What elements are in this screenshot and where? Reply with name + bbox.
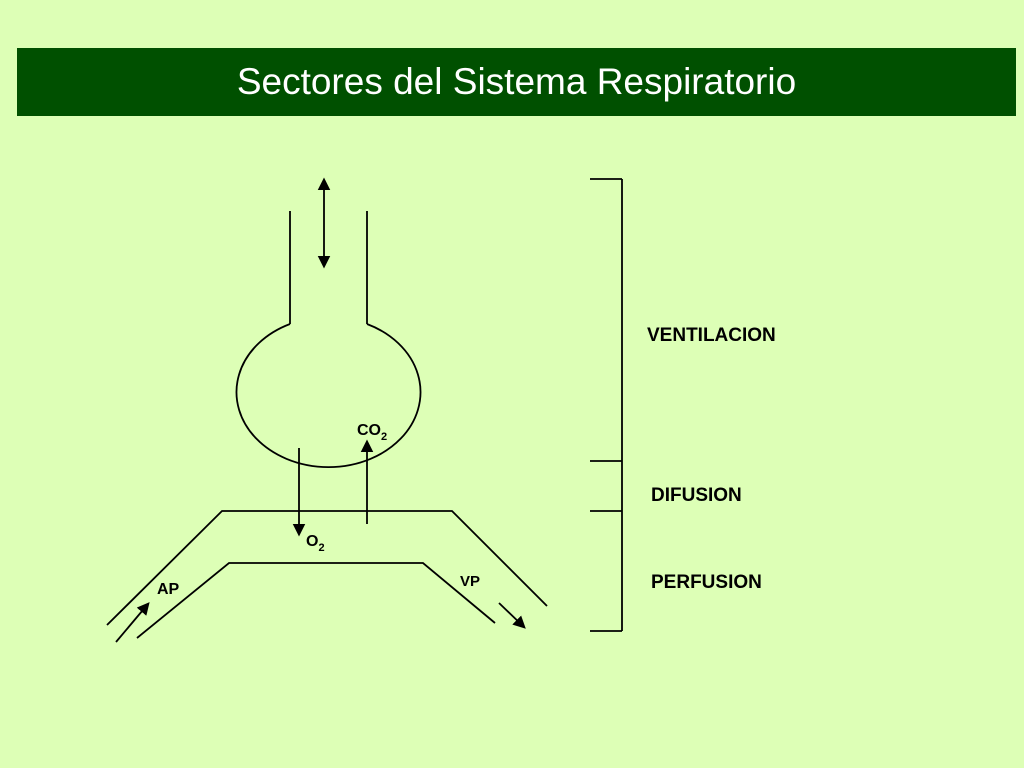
sector-label-perfusion: PERFUSION	[651, 572, 762, 593]
alveolus	[235, 323, 422, 468]
vp-label: VP	[460, 573, 480, 590]
vp-flow-arrow	[498, 602, 526, 629]
capillary-outer-wall	[106, 510, 548, 626]
capillary-inner-wall	[136, 562, 496, 639]
sector-label-ventilacion: VENTILACION	[647, 325, 776, 346]
sector-bracket	[590, 178, 623, 632]
slide-title: Sectores del Sistema Respiratorio	[236, 61, 797, 102]
title-bar: Sectores del Sistema Respiratorio	[17, 48, 1016, 116]
co2-label: CO2	[357, 422, 387, 443]
ap-label: AP	[157, 581, 180, 598]
o2-label: O2	[306, 533, 325, 554]
ap-flow-arrow	[115, 602, 150, 643]
sector-label-difusion: DIFUSION	[651, 485, 742, 506]
